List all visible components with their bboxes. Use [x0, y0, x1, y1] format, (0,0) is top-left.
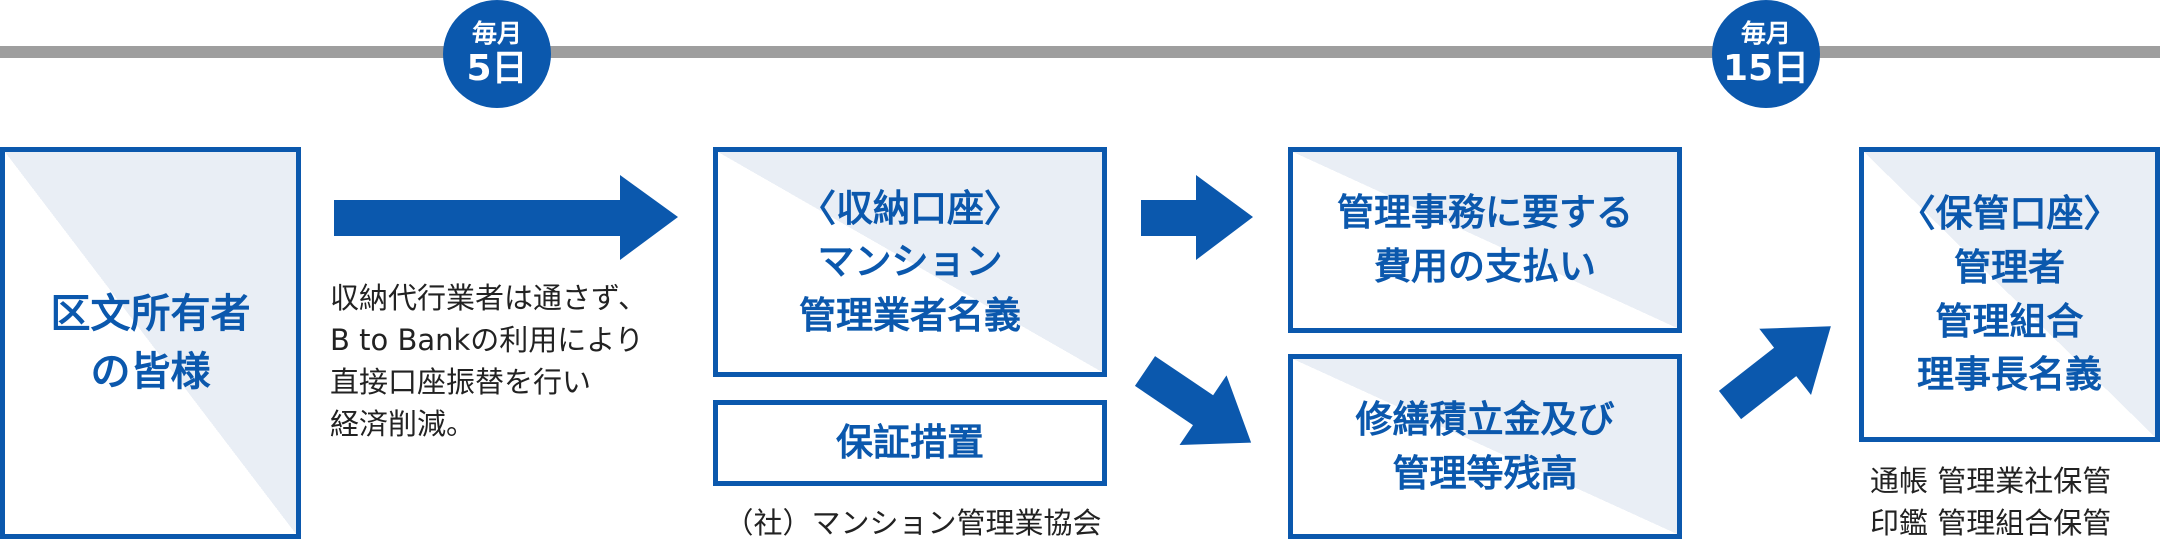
management-fees-box: 管理事務に要する 費用の支払い — [1288, 147, 1682, 333]
guarantee-label: 保証措置 — [836, 421, 984, 465]
badge-day-15-label-top: 毎月 — [1740, 19, 1791, 48]
owner-box-label: 区文所有者 の皆様 — [50, 291, 251, 395]
custody-account-box: 〈保管口座〉 管理者 管理組合 理事長名義 — [1859, 147, 2160, 442]
management-fees-label: 管理事務に要する 費用の支払い — [1337, 191, 1633, 288]
badge-day-5-label-bottom: 5日 — [466, 48, 528, 89]
arrow-down-right-icon — [1134, 356, 1252, 445]
badge-day-5-label-top: 毎月 — [471, 19, 522, 48]
arrow-right-icon — [1141, 175, 1253, 260]
reserve-fund-box: 修繕積立金及び 管理等残高 — [1288, 354, 1682, 539]
badge-day-15-label-bottom: 15日 — [1722, 48, 1810, 89]
custody-account-label: 〈保管口座〉 管理者 管理組合 理事長名義 — [1898, 192, 2121, 397]
collection-account-label: 〈収納口座〉 マンション 管理業者名義 — [799, 186, 1021, 337]
arrow-right-icon — [334, 175, 678, 260]
owner-box: 区文所有者 の皆様 — [0, 147, 301, 539]
arrow-up-right-icon — [1718, 326, 1831, 420]
custody-note: 通帳 管理業社保管 印鑑 管理組合保管 — [1870, 464, 2112, 541]
timeline-bar — [0, 46, 2160, 58]
badge-day-5: 毎月 5日 — [443, 0, 551, 108]
guarantee-box: 保証措置 — [713, 400, 1107, 486]
reserve-fund-label: 修繕積立金及び 管理等残高 — [1355, 397, 1615, 495]
transfer-note: 収納代行業者は通さず、 B to Bankの利用により 直接口座振替を行い 経済… — [330, 281, 647, 442]
badge-day-15: 毎月 15日 — [1712, 0, 1820, 108]
collection-account-box: 〈収納口座〉 マンション 管理業者名義 — [713, 147, 1107, 377]
association-note: （社）マンション管理業協会 — [724, 506, 1102, 540]
